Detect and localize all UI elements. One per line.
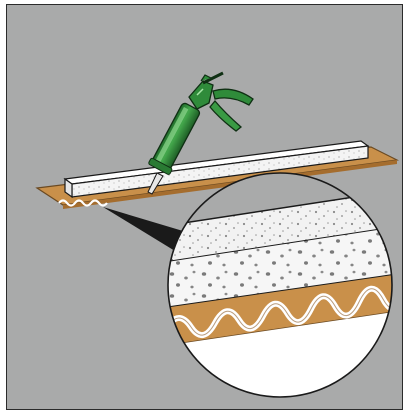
magnifier-pointer [103,207,183,251]
illustration-frame [6,4,403,410]
installation-diagram [7,5,403,410]
magnifier-callout-icon [157,165,403,410]
